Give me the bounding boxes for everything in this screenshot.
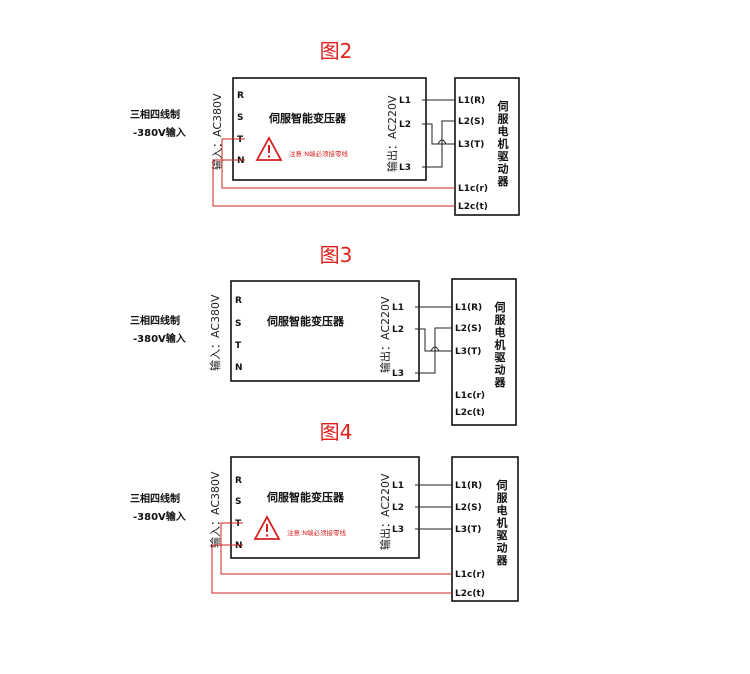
servo-driver-box [454,77,520,216]
input-terminal-R: R [235,296,242,306]
driver-terminal-2: L3(T) [455,347,481,357]
output-terminal-L2: L2 [392,325,404,335]
driver-terminal-3: L1c(r) [458,184,488,194]
driver-terminal-3: L1c(r) [455,570,485,580]
driver-name-char: 动 [497,541,508,555]
input-voltage-note: -380V输入 [133,510,186,523]
wire-crossover [430,346,440,352]
transformer-name: 伺服智能变压器 [268,111,347,125]
driver-name-char: 驱 [495,351,506,364]
input-terminal-T: T [235,519,242,529]
figure-title: 图3 [320,243,353,267]
output-terminal-L1: L1 [392,481,404,491]
control-wire-t [221,138,455,189]
input-terminal-T: T [235,341,242,351]
driver-name-char: 伺 [496,478,508,492]
driver-name-char: 伺 [494,300,506,314]
input-voltage-label: 输入：AC380V [208,471,222,548]
driver-terminal-3: L1c(r) [455,391,485,401]
transformer-box [230,280,420,382]
input-voltage-note: -380V输入 [133,332,186,345]
warning-icon [255,136,283,161]
figure-title: 图4 [320,420,353,444]
driver-name-char: 机 [495,338,506,352]
servo-driver-box [451,278,517,426]
input-terminal-N: N [235,363,243,373]
output-terminal-L3: L3 [392,525,404,535]
driver-name-char: 伺 [497,99,509,113]
driver-name-char: 动 [498,162,509,176]
driver-name-char: 器 [497,175,510,188]
wire-crossover [437,139,447,145]
figure-2: 图2 三相四线制 -380V输入 输入：AC380V 输出：AC220V 伺服智能变压器注… [130,39,520,216]
driver-name-char: 机 [497,516,508,530]
wire-l2-to-t [422,123,455,145]
wire-l3-to-s [415,327,452,374]
driver-terminal-1: L2(S) [455,324,482,334]
driver-name-char: 驱 [497,529,508,542]
driver-name-char: 服 [497,492,509,505]
driver-terminal-0: L1(R) [455,481,482,491]
output-terminal-L1: L1 [392,303,404,313]
transformer-name: 伺服智能变压器 [266,314,345,328]
driver-name-char: 服 [495,314,507,327]
driver-terminal-0: L1(R) [455,303,482,313]
warning-text: 注意:N端必须接零线 [289,149,349,158]
input-terminal-R: R [235,476,242,486]
input-terminal-N: N [237,156,245,166]
input-voltage-label: 输入：AC380V [208,294,222,371]
figure-3: 图3 三相四线制 -380V输入 输入：AC380V 输出：AC220V 伺服智能变压器 R… [130,243,517,426]
driver-terminal-0: L1(R) [458,96,485,106]
driver-name-char: 机 [498,137,509,151]
driver-name-char: 服 [498,113,510,126]
driver-terminal-1: L2(S) [458,117,485,127]
driver-name-char: 电 [497,503,508,517]
input-terminal-S: S [237,113,243,123]
input-system-label: 三相四线制 [130,108,180,121]
driver-name-char: 电 [498,124,509,138]
driver-name-char: 器 [494,376,507,389]
driver-name-char: 动 [495,363,506,377]
figure-4: 图4 三相四线制 -380V输入 输入：AC380V 输出：AC220V 伺服智能变压器注… [130,420,519,602]
input-terminal-S: S [235,319,241,329]
input-terminal-S: S [235,497,241,507]
input-terminal-N: N [235,541,243,551]
output-terminal-L2: L2 [399,120,411,130]
driver-terminal-2: L3(T) [455,525,481,535]
figure-title: 图2 [320,39,353,63]
control-wire-t [220,522,452,575]
input-voltage-note: -380V输入 [133,126,186,139]
driver-terminal-4: L2c(t) [458,202,488,212]
output-voltage-label: 输出：AC220V [378,473,392,550]
control-wire-n [211,544,452,594]
driver-terminal-2: L3(T) [458,140,484,150]
warning-text: 注意:N端必须接零线 [287,528,347,537]
input-voltage-label: 输入：AC380V [210,93,224,170]
transformer-name: 伺服智能变压器 [266,490,345,504]
input-system-label: 三相四线制 [130,314,180,327]
output-terminal-L1: L1 [399,96,411,106]
wire-l3-to-s [422,120,455,168]
transformer-box [232,77,427,181]
input-terminal-R: R [237,91,244,101]
input-terminal-T: T [237,135,244,145]
output-terminal-L3: L3 [399,163,411,173]
warning-icon [253,515,281,540]
output-terminal-L3: L3 [392,369,404,379]
driver-name-char: 电 [495,325,506,339]
driver-terminal-4: L2c(t) [455,589,485,599]
driver-name-char: 器 [496,554,509,567]
driver-terminal-1: L2(S) [455,503,482,513]
output-voltage-label: 输出：AC220V [378,296,392,373]
output-voltage-label: 输出：AC220V [385,95,399,172]
output-terminal-L2: L2 [392,503,404,513]
control-wire-n [212,159,455,207]
driver-name-char: 驱 [498,150,509,163]
input-system-label: 三相四线制 [130,492,180,505]
driver-terminal-4: L2c(t) [455,408,485,418]
